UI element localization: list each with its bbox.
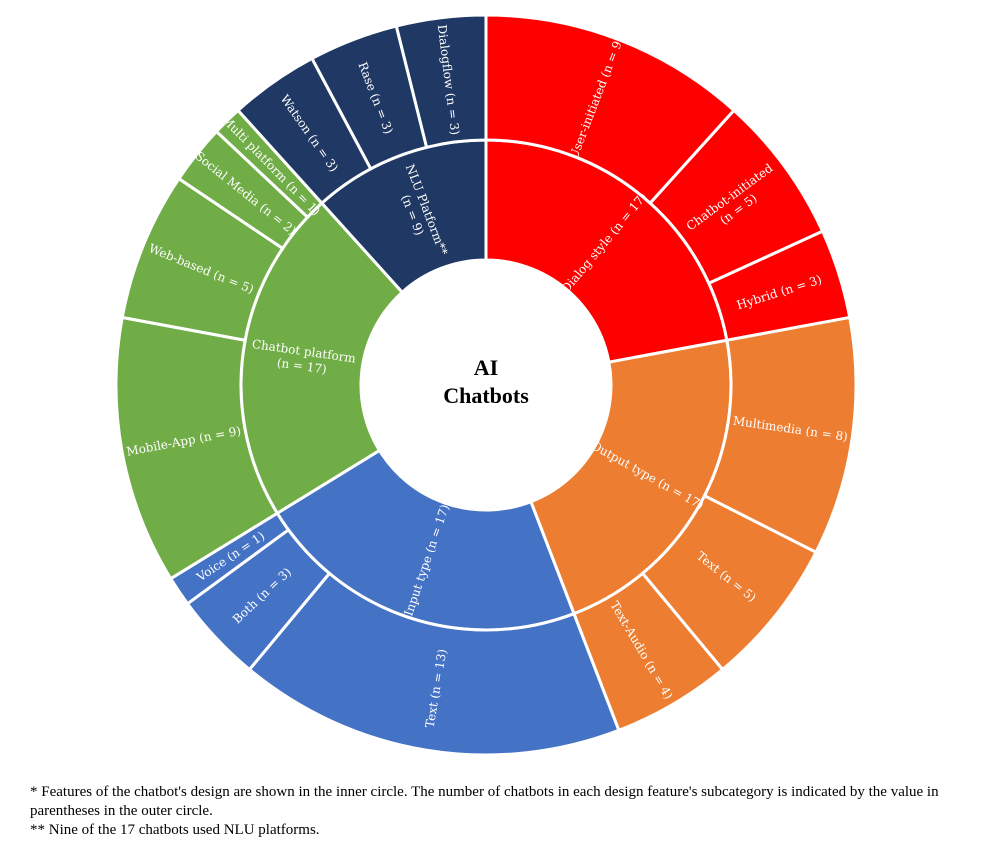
footnote-2: ** Nine of the 17 chatbots used NLU plat… (30, 822, 320, 838)
inner-ring (239, 138, 733, 632)
footnote-1: * Features of the chatbot's design are s… (30, 784, 939, 819)
outer-segment-dialogflow-n-3 (394, 13, 488, 150)
center-circle (363, 262, 609, 508)
outer-segment-text-n-13 (247, 571, 621, 757)
sunburst-chart: Dialog style (n = 17)Output type (n = 17… (114, 13, 858, 757)
outer-ring (114, 13, 858, 757)
footnotes: * Features of the chatbot's design are s… (30, 783, 990, 840)
